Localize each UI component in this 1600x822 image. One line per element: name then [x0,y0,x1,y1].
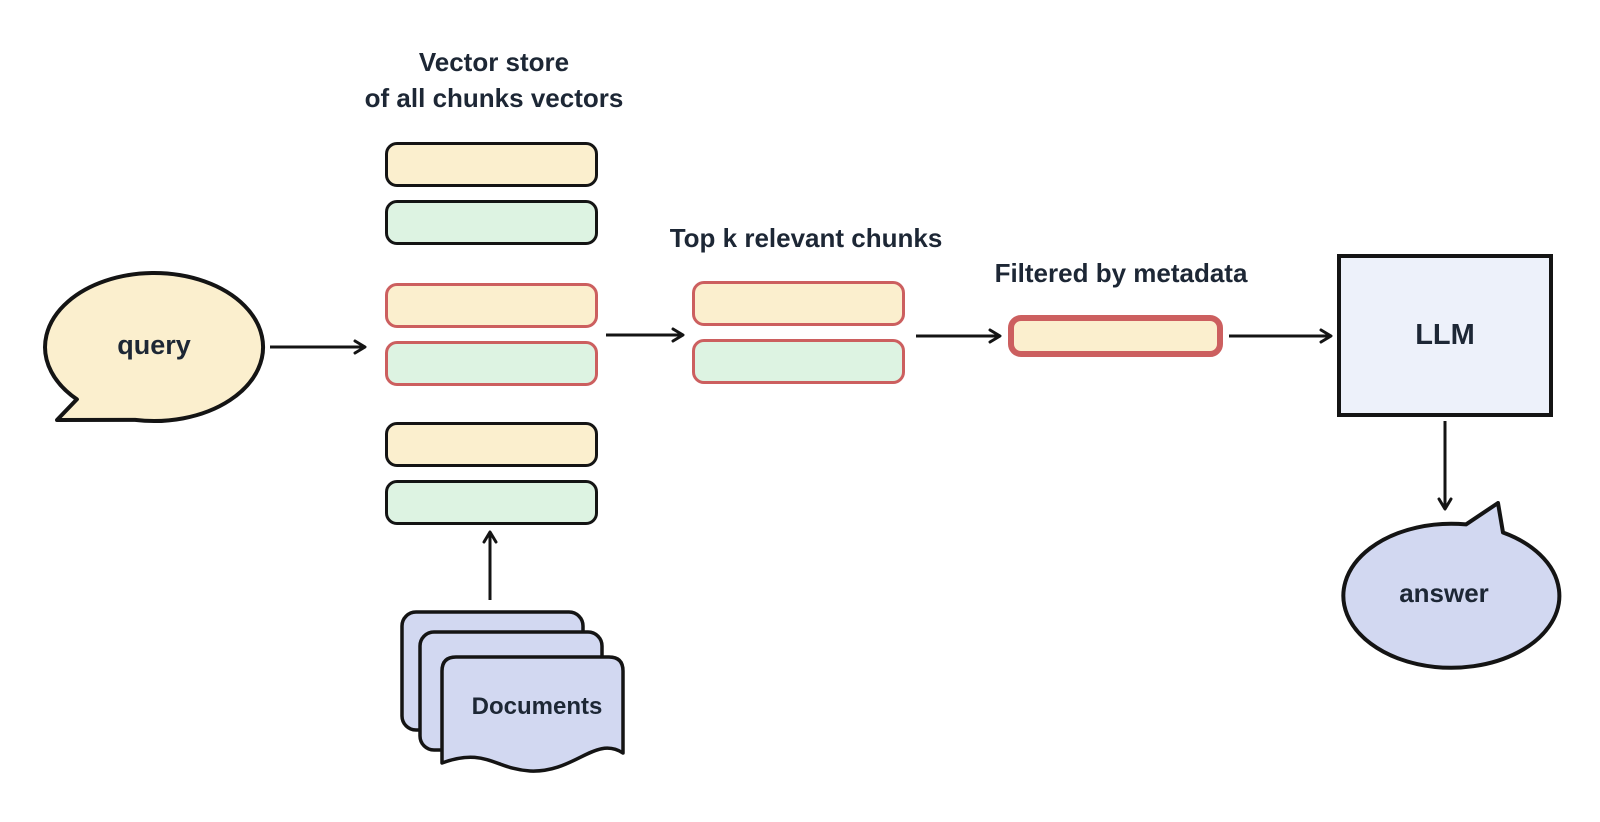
filtered-title: Filtered by metadata [994,258,1248,288]
vector-store-title-line1: Vector store [418,47,570,77]
vector-chunk-green [385,200,598,245]
answer-label: answer [1399,578,1489,608]
vector-chunk-yellow-matched [385,283,598,328]
answer-bubble [1341,501,1562,670]
vector-store-title-line2: of all chunks vectors [364,83,624,113]
query-bubble [43,271,266,424]
vector-chunk-yellow [385,422,598,467]
vector-store-group-bottom [385,422,598,525]
document-front [440,655,625,773]
vector-chunk-green-matched [385,341,598,386]
vector-chunk-yellow [385,142,598,187]
query-label: query [117,330,191,360]
documents-label: Documents [471,693,603,720]
filtered-group [1008,315,1223,357]
top-k-group [692,281,905,384]
llm-label: LLM [1415,319,1475,351]
vector-store-title: Vector store of all chunks vectors [365,44,624,116]
filtered-chunk [1008,315,1223,357]
top-k-chunk-green [692,339,905,384]
vector-store-group-matched [385,283,598,386]
vector-store-group-top [385,142,598,245]
top-k-title: Top k relevant chunks [669,223,943,253]
vector-chunk-green [385,480,598,525]
llm-box: LLM [1337,254,1553,417]
top-k-chunk-yellow [692,281,905,326]
documents-stack [400,610,625,773]
